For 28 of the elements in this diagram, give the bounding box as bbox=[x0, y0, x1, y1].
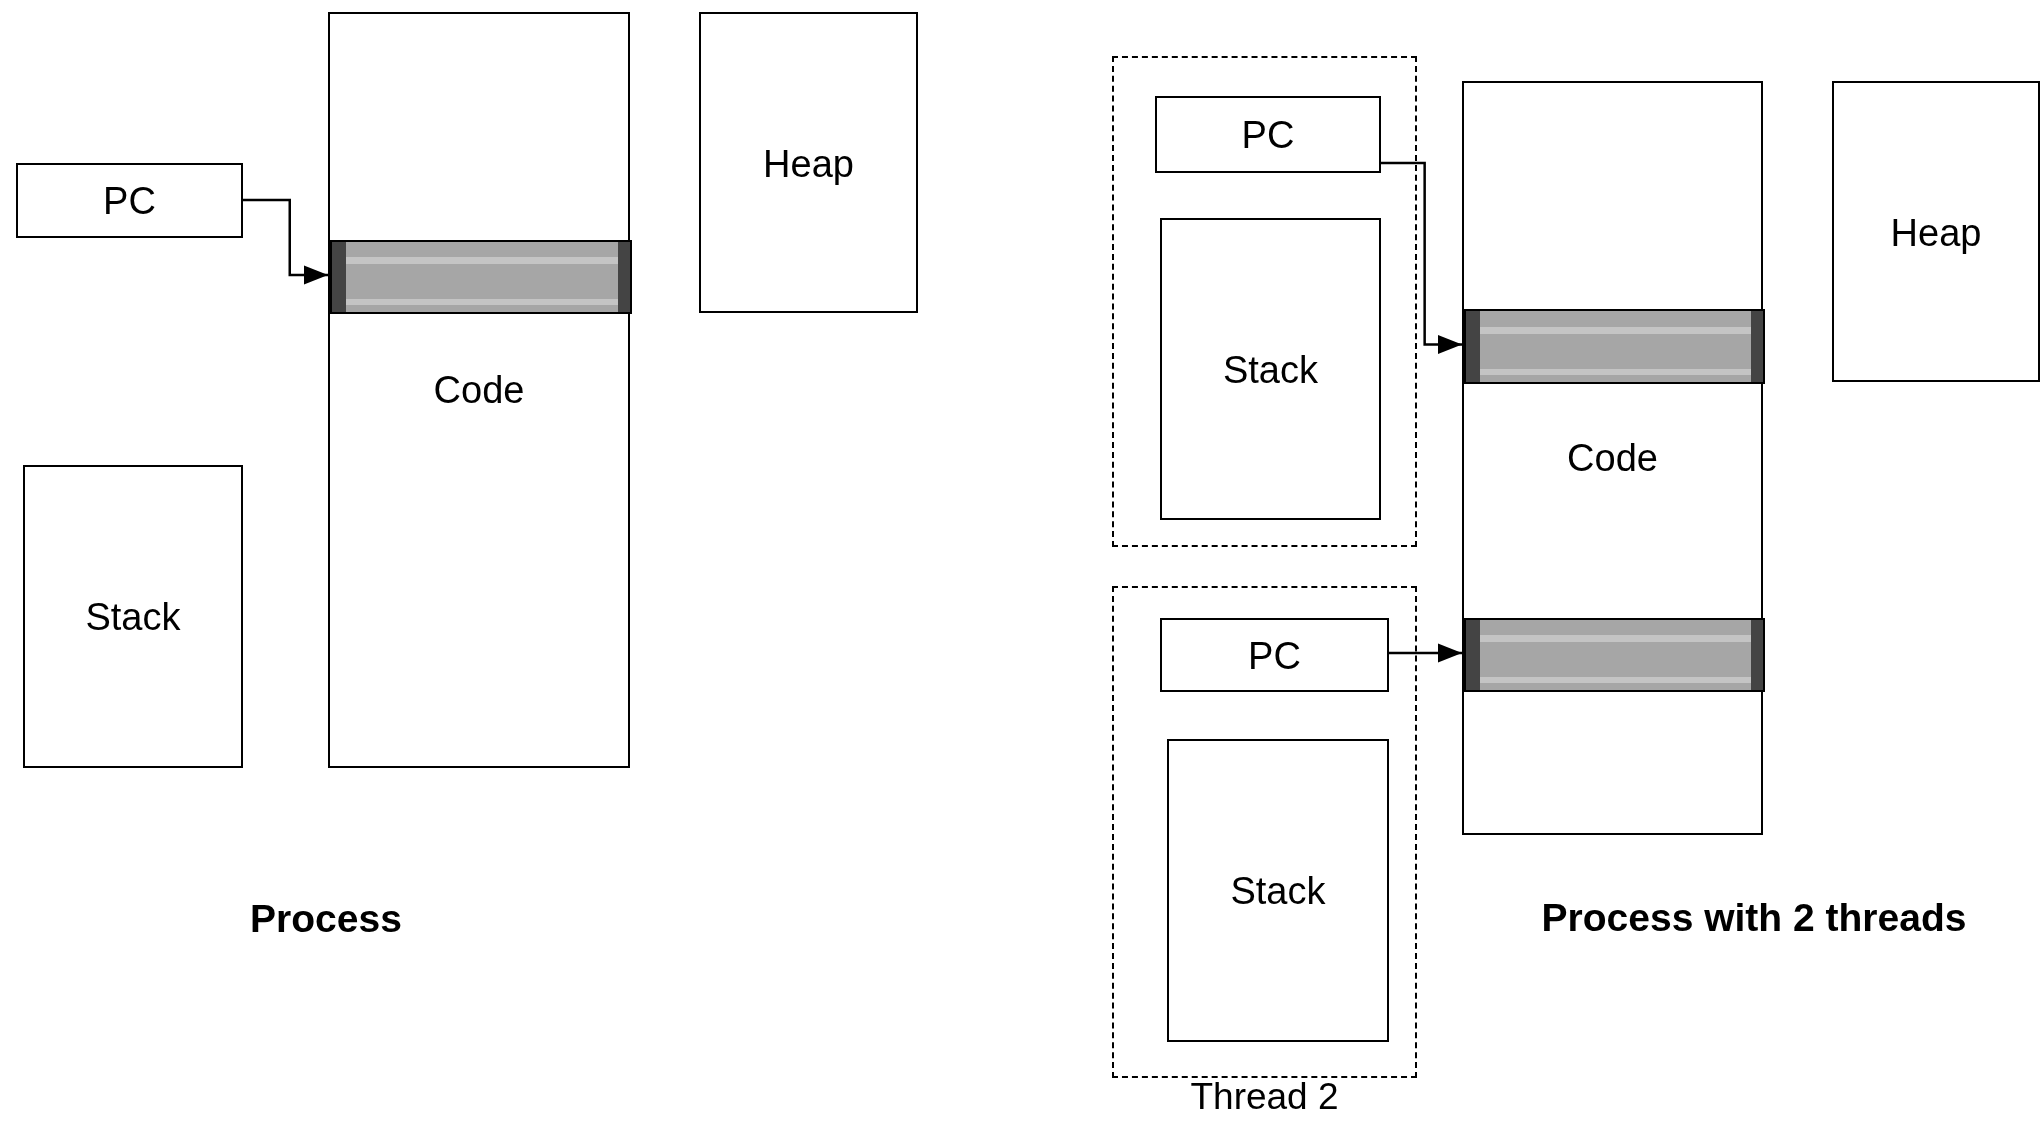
memory-column bbox=[328, 12, 630, 768]
node-label: PC bbox=[1240, 114, 1296, 157]
register-box bbox=[16, 163, 243, 238]
node-label: Stack bbox=[1229, 870, 1327, 913]
stack-box bbox=[1167, 739, 1389, 1042]
node-label: PC bbox=[1247, 635, 1302, 678]
register-box bbox=[1155, 96, 1381, 173]
arrow bbox=[243, 198, 328, 285]
register-box bbox=[1160, 618, 1389, 692]
memory-column bbox=[1462, 81, 1763, 835]
diagram-caption: Process with 2 threads bbox=[1541, 896, 1967, 940]
node-label: Stack bbox=[84, 596, 182, 639]
node-label: Stack bbox=[1221, 349, 1319, 392]
node-label: Code bbox=[432, 369, 526, 412]
stack-box bbox=[1160, 218, 1381, 520]
instruction-bar bbox=[330, 240, 632, 314]
instruction-bar bbox=[1464, 309, 1765, 384]
node-label: PC bbox=[102, 180, 157, 223]
node-label: Heap bbox=[762, 143, 855, 186]
group-label: Thread 2 bbox=[1189, 1076, 1340, 1118]
thread-group bbox=[1112, 56, 1417, 547]
heap-box bbox=[699, 12, 918, 313]
node-label: Code bbox=[1566, 437, 1659, 480]
diagram-caption: Process bbox=[250, 897, 402, 941]
stack-box bbox=[23, 465, 243, 768]
heap-box bbox=[1832, 81, 2040, 382]
node-label: Heap bbox=[1889, 212, 1983, 255]
instruction-bar bbox=[1464, 618, 1765, 692]
